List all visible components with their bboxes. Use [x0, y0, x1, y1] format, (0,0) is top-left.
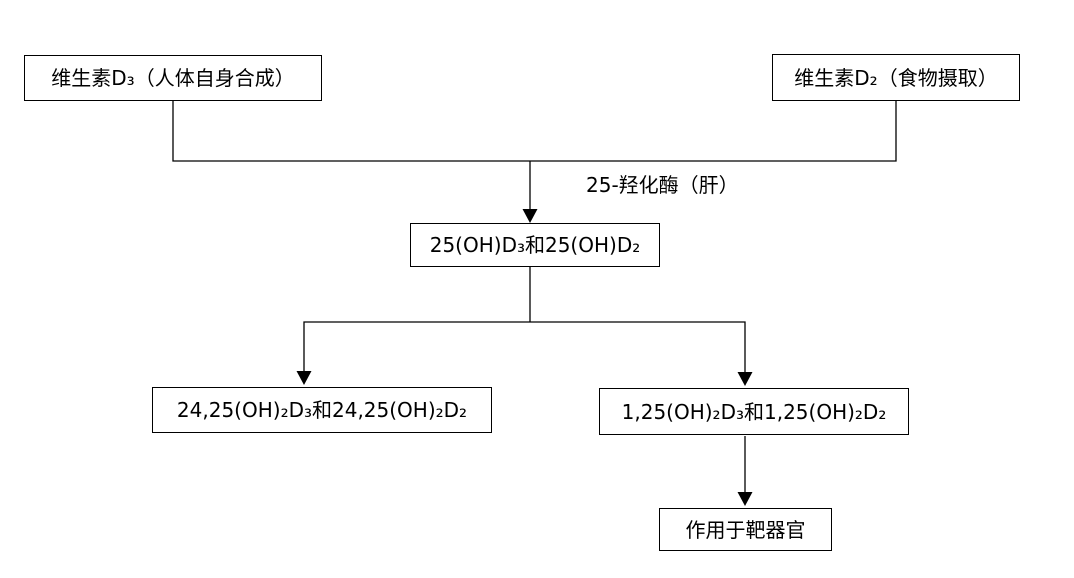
- node-2425oh2-d3-d2: 24,25(OH)₂D₃和24,25(OH)₂D₂: [152, 387, 492, 433]
- node-target-organ: 作用于靶器官: [659, 508, 832, 551]
- merge-connector: [172, 101, 897, 162]
- node-125oh2-d3-d2: 1,25(OH)₂D₃和1,25(OH)₂D₂: [599, 388, 909, 435]
- node-25oh-d3-d2: 25(OH)D₃和25(OH)D₂: [410, 223, 660, 267]
- arrow-to-25oh-head: [522, 209, 538, 223]
- split-connector: [303, 267, 746, 373]
- node-vitamin-d3: 维生素D₃（人体自身合成）: [24, 55, 322, 101]
- node-vitamin-d2: 维生素D₂（食物摄取）: [772, 54, 1020, 101]
- arrow-to-target-head: [737, 492, 753, 506]
- arrow-to-125oh-head: [737, 372, 753, 386]
- edge-label-hydroxylase-liver: 25-羟化酶（肝）: [586, 173, 739, 197]
- arrow-to-2425oh-head: [296, 371, 312, 385]
